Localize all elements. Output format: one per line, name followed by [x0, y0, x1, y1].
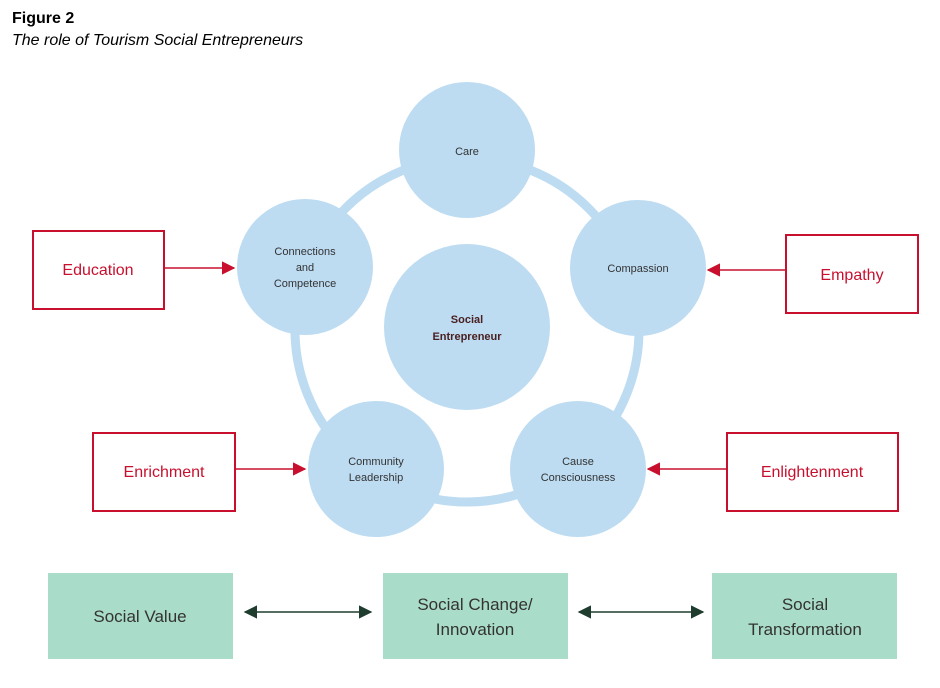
- outcome-social-transformation-label-2: Transformation: [748, 620, 862, 639]
- outcome-social-transformation: Social Transformation: [712, 573, 897, 659]
- input-enrichment: Enrichment: [92, 432, 236, 512]
- input-enlightenment: Enlightenment: [726, 432, 899, 512]
- input-enrichment-label: Enrichment: [124, 464, 205, 481]
- figure-label: Figure 2: [12, 10, 75, 27]
- node-care-label: Care: [455, 146, 479, 158]
- outcome-social-value: Social Value: [48, 573, 233, 659]
- center-node: Social Entrepreneur: [384, 244, 550, 410]
- outcome-social-change-label-1: Social Change/: [417, 595, 533, 614]
- input-enlightenment-label: Enlightenment: [761, 464, 864, 481]
- node-cause-consciousness: Cause Consciousness: [510, 401, 646, 537]
- node-community-leadership-label-1: Community: [348, 456, 404, 468]
- outcome-social-change-label-2: Innovation: [436, 620, 514, 639]
- node-community-leadership: Community Leadership: [308, 401, 444, 537]
- node-compassion: Compassion: [570, 200, 706, 336]
- center-label-line-2: Entrepreneur: [432, 331, 502, 343]
- node-community-leadership-label-2: Leadership: [349, 472, 403, 484]
- node-connections-competence-label-1: Connections: [274, 246, 336, 258]
- node-care: Care: [399, 82, 535, 218]
- figure-caption: The role of Tourism Social Entrepreneurs: [12, 32, 304, 49]
- node-cause-consciousness-label-2: Consciousness: [541, 472, 616, 484]
- node-compassion-label: Compassion: [607, 263, 668, 275]
- input-education-label: Education: [62, 262, 133, 279]
- outcome-social-transformation-label-1: Social: [782, 595, 828, 614]
- outcome-social-value-label: Social Value: [93, 607, 186, 626]
- node-cause-consciousness-label-1: Cause: [562, 456, 594, 468]
- input-empathy-label: Empathy: [820, 267, 883, 284]
- outcome-social-change: Social Change/ Innovation: [383, 573, 568, 659]
- node-connections-competence: Connections and Competence: [237, 199, 373, 335]
- node-connections-competence-label-2: and: [296, 262, 314, 274]
- input-empathy: Empathy: [785, 234, 919, 314]
- center-label-line-1: Social: [451, 314, 483, 326]
- input-education: Education: [32, 230, 165, 310]
- node-connections-competence-label-3: Competence: [274, 278, 336, 290]
